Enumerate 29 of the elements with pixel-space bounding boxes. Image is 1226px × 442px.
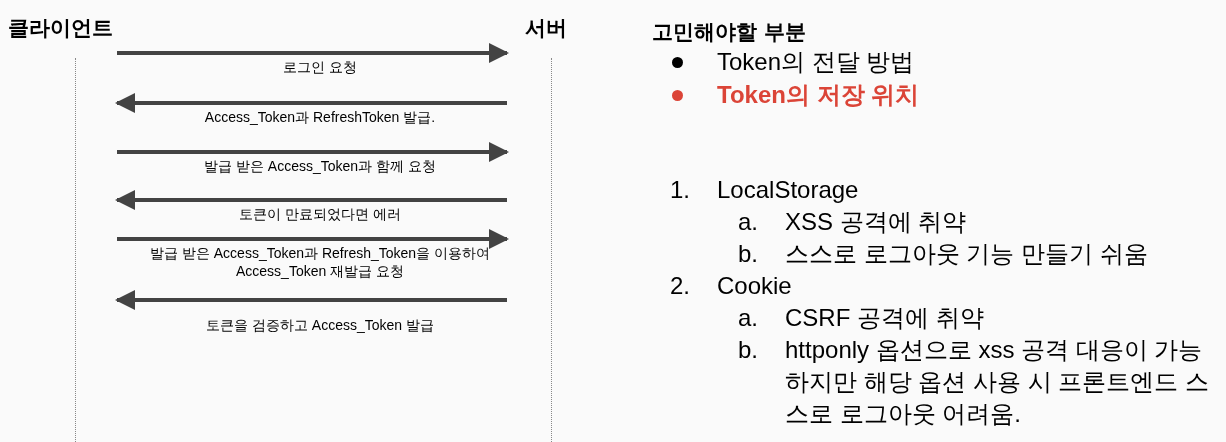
edge-label: 발급 받은 Access_Token과 Refresh_Token을 이용하여 Access_Token 재발급 요청: [149, 244, 491, 280]
edge-label: Access_Token과 RefreshToken 발급.: [203, 108, 437, 126]
list-text: 2.: [670, 271, 690, 301]
arrow: [115, 93, 507, 113]
arrow: [117, 43, 509, 63]
list-text: 1.: [670, 175, 690, 205]
section-heading: 고민해야할 부분: [652, 18, 807, 46]
list-text: Cookie: [717, 271, 792, 301]
edge-label: 토큰을 검증하고 Access_Token 발급: [205, 316, 435, 334]
participant-label: 클라이언트: [8, 14, 113, 42]
list-text: b.: [738, 239, 758, 269]
list-text: LocalStorage: [717, 175, 859, 205]
list-text: Token의 전달 방법: [717, 47, 915, 77]
edge-label: 토큰이 만료되었다면 에러: [238, 205, 402, 223]
list-text: 스스로 로그아웃 기능 만들기 쉬움: [785, 239, 1148, 269]
list-text: CSRF 공격에 취약: [785, 303, 984, 333]
edge-label: 발급 받은 Access_Token과 함께 요청: [203, 157, 437, 175]
arrow: [117, 142, 509, 162]
participant-label: 서버: [525, 14, 567, 42]
list-text: httponly 옵션으로 xss 공격 대응이 가능하지만 해당 옵션 사용 시 프론트엔드 스스로 로그아웃 어려움.: [785, 335, 1210, 429]
list-text: a.: [738, 207, 758, 237]
list-text: b.: [738, 335, 758, 365]
list-text: a.: [738, 303, 758, 333]
arrow: [115, 290, 507, 310]
edge-label: 로그인 요청: [282, 58, 358, 76]
list-text: XSS 공격에 취약: [785, 207, 967, 237]
arrow: [117, 229, 509, 249]
arrow: [115, 190, 507, 210]
list-text: Token의 저장 위치: [717, 80, 920, 110]
